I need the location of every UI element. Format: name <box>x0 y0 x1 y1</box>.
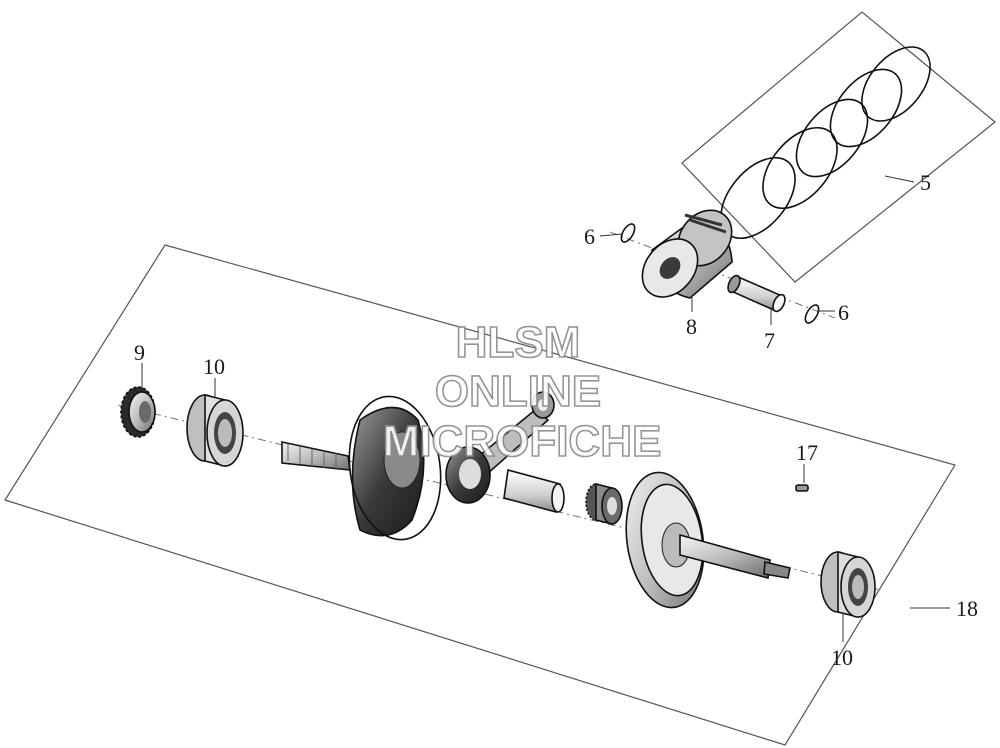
needle-bearing <box>585 482 623 526</box>
leader-5 <box>884 175 915 183</box>
callout-10-left: 10 <box>203 354 225 379</box>
connecting-rod <box>445 391 555 504</box>
crank-pin <box>503 468 565 514</box>
piston-ring-4 <box>829 68 903 148</box>
callout-7: 7 <box>764 328 775 353</box>
crank-half-right <box>625 471 791 609</box>
bearing-left <box>186 393 244 468</box>
bearing-right <box>820 550 876 619</box>
piston-ring-group-frame <box>681 11 996 283</box>
piston-ring-set <box>720 46 931 240</box>
callout-9: 9 <box>134 340 145 365</box>
crankshaft-group-frame <box>4 244 956 746</box>
circlip-right <box>804 304 820 324</box>
callout-6-right: 6 <box>838 300 849 325</box>
watermark-line-2: ONLINE <box>435 367 601 416</box>
crank-half-left <box>281 395 442 541</box>
piston-ring-5 <box>861 46 931 122</box>
circlip-left <box>620 223 636 243</box>
woodruff-key <box>795 484 809 492</box>
callout-17: 17 <box>796 440 818 465</box>
piston-pin <box>727 274 786 313</box>
callout-8: 8 <box>686 314 697 339</box>
watermark-line-1: HLSM <box>456 318 581 367</box>
callout-6-left: 6 <box>584 224 595 249</box>
piston-ring-3 <box>795 98 869 178</box>
watermark: HLSM ONLINE MICROFICHE <box>382 317 662 467</box>
callout-5: 5 <box>920 170 931 195</box>
piston-axis-line <box>609 231 836 319</box>
callout-10-right: 10 <box>831 645 853 670</box>
leader-6a <box>599 233 623 237</box>
watermark-line-3: MICROFICHE <box>383 417 662 466</box>
timing-sprocket <box>120 386 156 438</box>
callout-18: 18 <box>956 596 978 621</box>
piston <box>641 209 733 299</box>
